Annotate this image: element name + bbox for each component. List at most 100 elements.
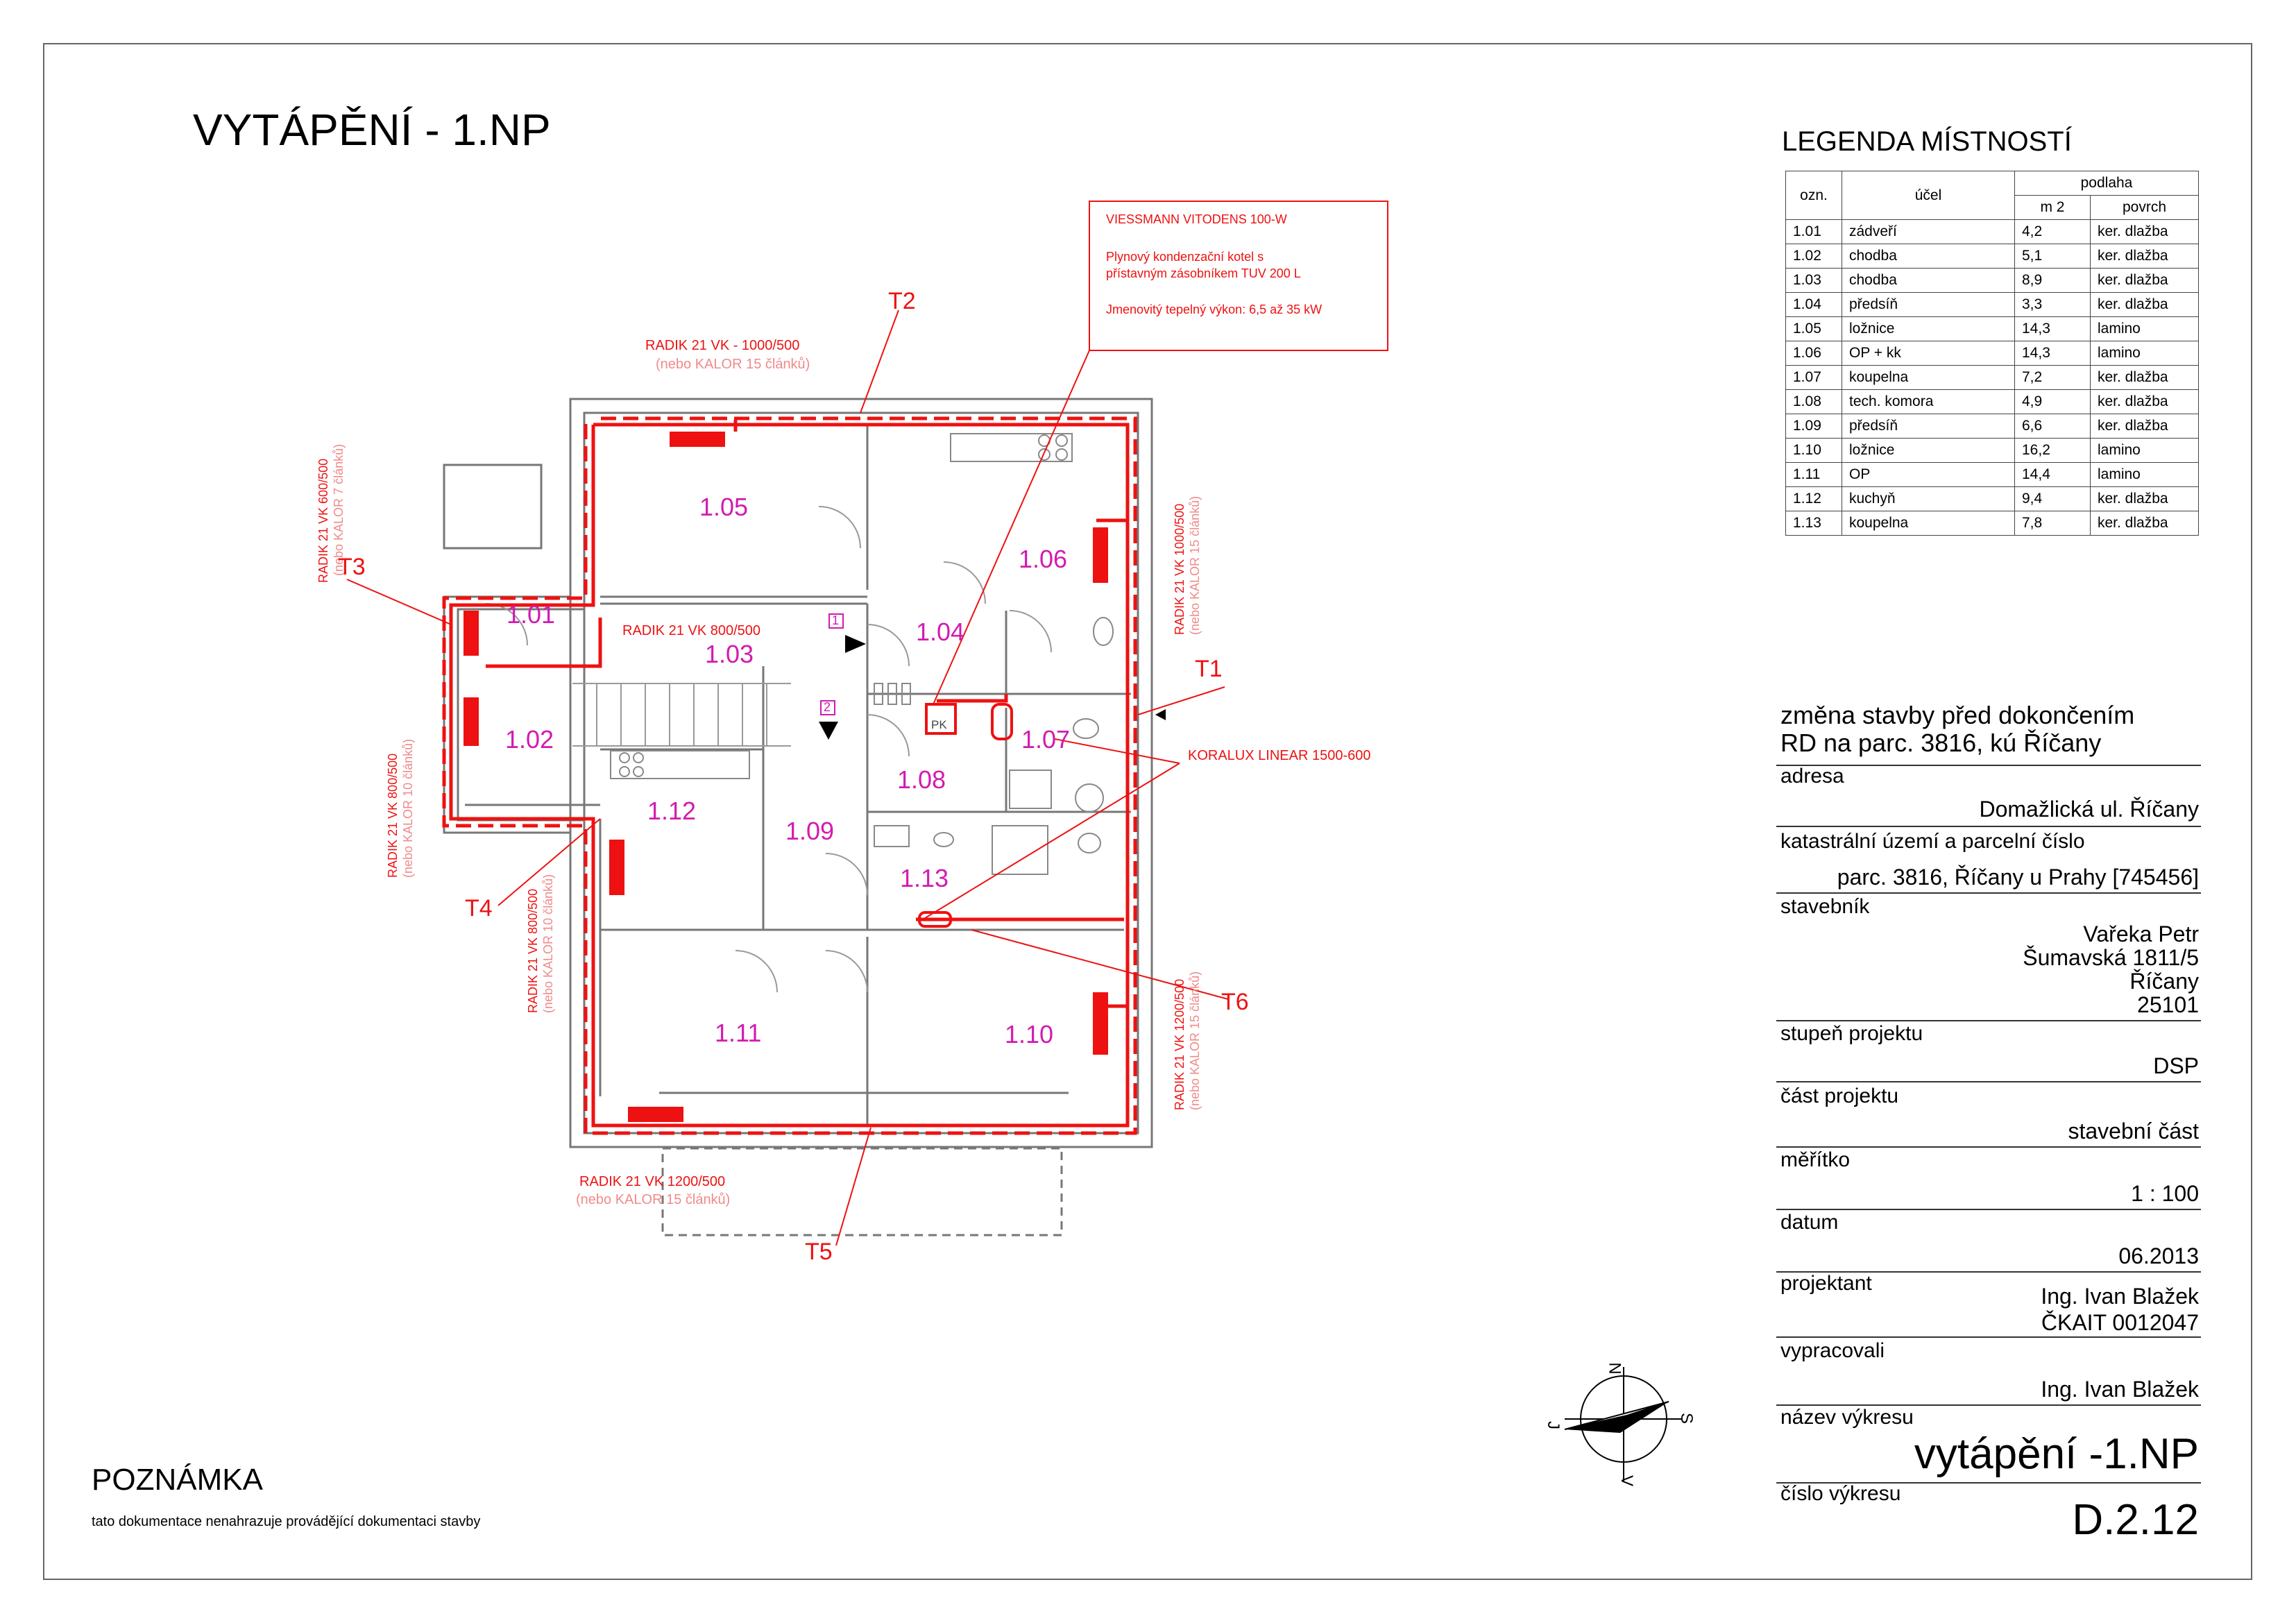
legend-header-ucel: účel (1842, 171, 2015, 220)
divider (1776, 826, 2201, 827)
room-1-07: 1.07 (1021, 725, 1071, 754)
room-1-11: 1.11 (715, 1019, 762, 1047)
legend-title: LEGENDA MÍSTNOSTÍ (1782, 126, 2072, 157)
stair-marker-1: 1 (832, 613, 840, 627)
legend-cell-ozn: 1.01 (1785, 219, 1842, 244)
projektant-ckait: ČKAIT 0012047 (2041, 1310, 2199, 1335)
stavebnik-label: stavebník (1780, 895, 1870, 918)
legend-cell-ucel: koupelna (1842, 365, 2015, 390)
legend-cell-povrch: ker. dlažba (2090, 292, 2199, 317)
legend-cell-povrch: lamino (2090, 462, 2199, 487)
adresa-value: Domažlická ul. Říčany (1979, 797, 2199, 822)
legend-header-povrch: povrch (2090, 195, 2199, 220)
legend-header-m2: m 2 (2014, 195, 2091, 220)
room-1-13: 1.13 (900, 864, 949, 892)
legend-cell-ozn: 1.08 (1785, 389, 1842, 414)
legend-cell-ozn: 1.04 (1785, 292, 1842, 317)
compass-rose (1564, 1367, 1683, 1481)
radiator-alt-top: (nebo KALOR 15 článků) (656, 357, 810, 372)
radiator-label-right2: RADIK 21 VK 1200/500 (1173, 978, 1187, 1110)
koralux-label: KORALUX LINEAR 1500-600 (1188, 748, 1371, 763)
legend-cell-povrch: ker. dlažba (2090, 511, 2199, 536)
room-1-08: 1.08 (897, 765, 946, 794)
boiler-desc-2: přístavným zásobníkem TUV 200 L (1106, 266, 1301, 280)
legend-cell-ozn: 1.09 (1785, 414, 1842, 439)
meritko-value: 1 : 100 (2131, 1181, 2199, 1206)
divider (1776, 1020, 2201, 1021)
legend-cell-m2: 4,9 (2014, 389, 2091, 414)
drawing-name: vytápění -1.NP (1914, 1430, 2199, 1478)
legend-cell-m2: 14,3 (2014, 316, 2091, 341)
stair-marker-box-1 (828, 613, 844, 629)
legend-cell-povrch: ker. dlažba (2090, 486, 2199, 511)
legend-cell-povrch: ker. dlažba (2090, 389, 2199, 414)
cislo-label: číslo výkresu (1780, 1482, 1901, 1505)
radiator-label-left2: RADIK 21 VK 800/500 (386, 753, 400, 878)
radiators (464, 432, 1108, 1122)
legend-cell-ozn: 1.06 (1785, 341, 1842, 366)
legend-cell-povrch: lamino (2090, 316, 2199, 341)
stupen-label: stupeň projektu (1780, 1022, 1923, 1045)
legend-header-podlaha: podlaha (2014, 171, 2199, 196)
divider (1776, 1404, 2201, 1406)
fixtures (610, 433, 1114, 875)
radiator-alt-right2: (nebo KALOR 15 článků) (1188, 971, 1202, 1110)
legend-cell-m2: 7,2 (2014, 365, 2091, 390)
divider (1776, 1146, 2201, 1148)
legend-cell-ucel: chodba (1842, 244, 2015, 269)
stair-arrow-2 (819, 722, 838, 740)
radiator-label-left3: RADIK 21 VK 800/500 (526, 888, 540, 1013)
legend-cell-ucel: ložnice (1842, 316, 2015, 341)
divider (1776, 1081, 2201, 1082)
legend-cell-ucel: OP (1842, 462, 2015, 487)
radiator-label-right1: RADIK 21 VK 1000/500 (1173, 503, 1187, 635)
divider (1776, 1482, 2201, 1484)
room-1-03: 1.03 (705, 640, 754, 668)
cast-label: část projektu (1780, 1085, 1899, 1107)
legend-cell-povrch: ker. dlažba (2090, 219, 2199, 244)
legend-cell-ozn: 1.13 (1785, 511, 1842, 536)
legend-cell-povrch: ker. dlažba (2090, 268, 2199, 293)
legend-cell-m2: 16,2 (2014, 438, 2091, 463)
legend-cell-ozn: 1.11 (1785, 462, 1842, 487)
stupen-value: DSP (2153, 1053, 2199, 1078)
radiator-alt-bottom: (nebo KALOR 15 článků) (576, 1192, 731, 1207)
legend-cell-ucel: OP + kk (1842, 341, 2015, 366)
stavebnik-street: Šumavská 1811/5 (2023, 945, 2199, 970)
room-1-10: 1.10 (1005, 1020, 1054, 1048)
tag-t6: T6 (1221, 989, 1249, 1015)
nazev-label: název výkresu (1780, 1406, 1914, 1429)
staircase (572, 683, 791, 747)
note-heading: POZNÁMKA (92, 1463, 263, 1497)
legend-cell-povrch: ker. dlažba (2090, 414, 2199, 439)
stair-marker-2: 2 (824, 700, 831, 714)
leader-lines (346, 309, 1229, 1246)
room-1-12: 1.12 (647, 797, 697, 825)
legend-cell-ucel: chodba (1842, 268, 2015, 293)
legend-header-ozn: ozn. (1785, 171, 1842, 220)
meritko-label: měřítko (1780, 1148, 1851, 1171)
compass-v: V (1617, 1475, 1637, 1487)
legend-cell-m2: 5,1 (2014, 244, 2091, 269)
projektant-name: Ing. Ivan Blažek (2041, 1284, 2199, 1309)
legend-cell-m2: 8,9 (2014, 268, 2091, 293)
stair-marker-box-2 (820, 700, 835, 715)
stavebnik-zip: 25101 (2137, 992, 2199, 1017)
boiler-power: Jmenovitý tepelný výkon: 6,5 až 35 kW (1106, 303, 1323, 316)
room-1-05: 1.05 (699, 493, 749, 521)
legend-cell-povrch: ker. dlažba (2090, 365, 2199, 390)
legend-cell-m2: 9,4 (2014, 486, 2091, 511)
project-heading-1: změna stavby před dokončením (1780, 701, 2135, 729)
vypracovali-label: vypracovali (1780, 1339, 1885, 1362)
legend-cell-m2: 14,4 (2014, 462, 2091, 487)
tag-t1: T1 (1195, 656, 1223, 682)
